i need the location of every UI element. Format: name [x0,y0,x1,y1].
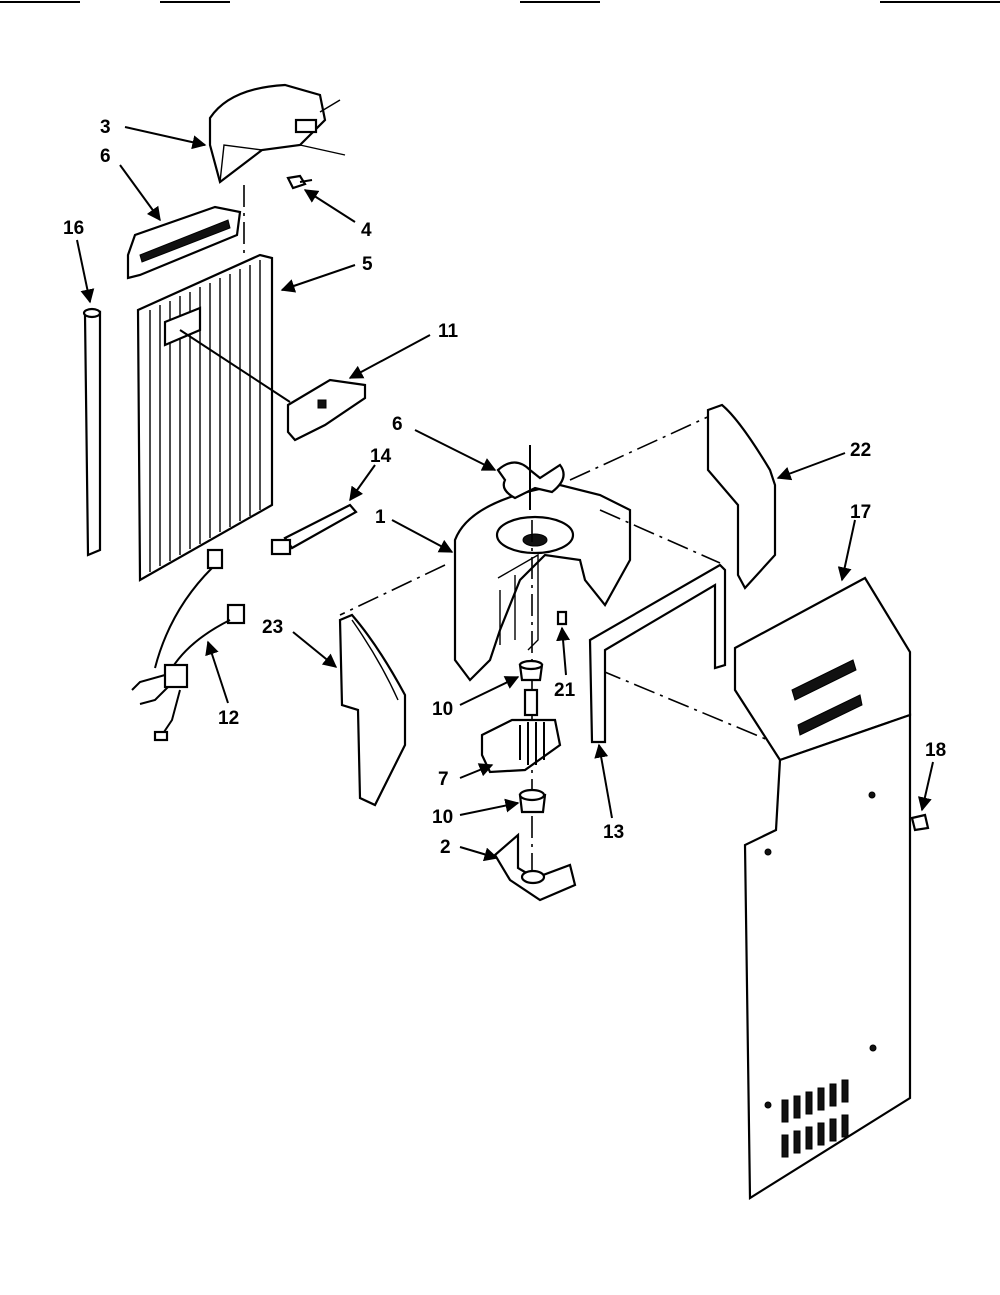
label-part-13: 13 [603,822,624,843]
part-18-screw [910,813,930,832]
label-part-17: 17 [850,502,871,523]
part-13-channel [588,563,727,744]
label-part-1: 1 [375,507,386,528]
label-part-16: 16 [63,218,84,239]
part-10-grommet-upper [518,659,544,682]
part-10-grommet-lower [518,788,547,814]
part-7-motor [480,688,562,774]
label-part-12: 12 [218,708,239,729]
part-1-fan-housing [453,483,632,682]
label-part-2: 2 [440,837,451,858]
label-part-7: 7 [438,769,449,790]
label-part-11: 11 [438,321,459,342]
part-16-tube [82,307,102,557]
label-part-10-lower: 10 [432,807,453,828]
grille-slots [139,219,231,263]
part-11-bracket [179,329,367,442]
part-2-bracket [493,832,577,902]
label-part-10-upper: 10 [432,699,453,720]
label-part-8: 6 [392,414,403,435]
part-14-heater-rod [270,503,358,556]
label-part-4: 4 [361,220,372,241]
label-part-3: 3 [100,117,111,138]
label-part-22: 22 [850,440,871,461]
label-part-6: 6 [100,146,111,167]
part-12-wiring-harness [131,548,246,742]
part-4-screw [286,174,313,190]
part-6-grille [126,205,242,280]
label-part-23: 23 [262,617,283,638]
label-part-21: 21 [554,680,576,701]
callout-leaders [76,126,934,862]
cover-vents [781,1079,849,1158]
label-part-5: 5 [362,254,373,275]
label-part-18: 18 [925,740,946,761]
part-17-rear-cover [733,576,912,1200]
part-22-side-duct [706,403,777,590]
part-5-evaporator-panel [136,253,274,582]
part-3-housing [208,83,346,184]
part-21-screw [556,610,568,626]
callout-labels: 3 6 4 5 16 11 6 14 1 22 17 23 12 21 10 7… [63,117,946,858]
label-part-14: 14 [370,446,392,467]
motor-windings [519,722,545,765]
part-23-side-duct [338,613,407,807]
part-8-fan-blade [496,445,565,510]
